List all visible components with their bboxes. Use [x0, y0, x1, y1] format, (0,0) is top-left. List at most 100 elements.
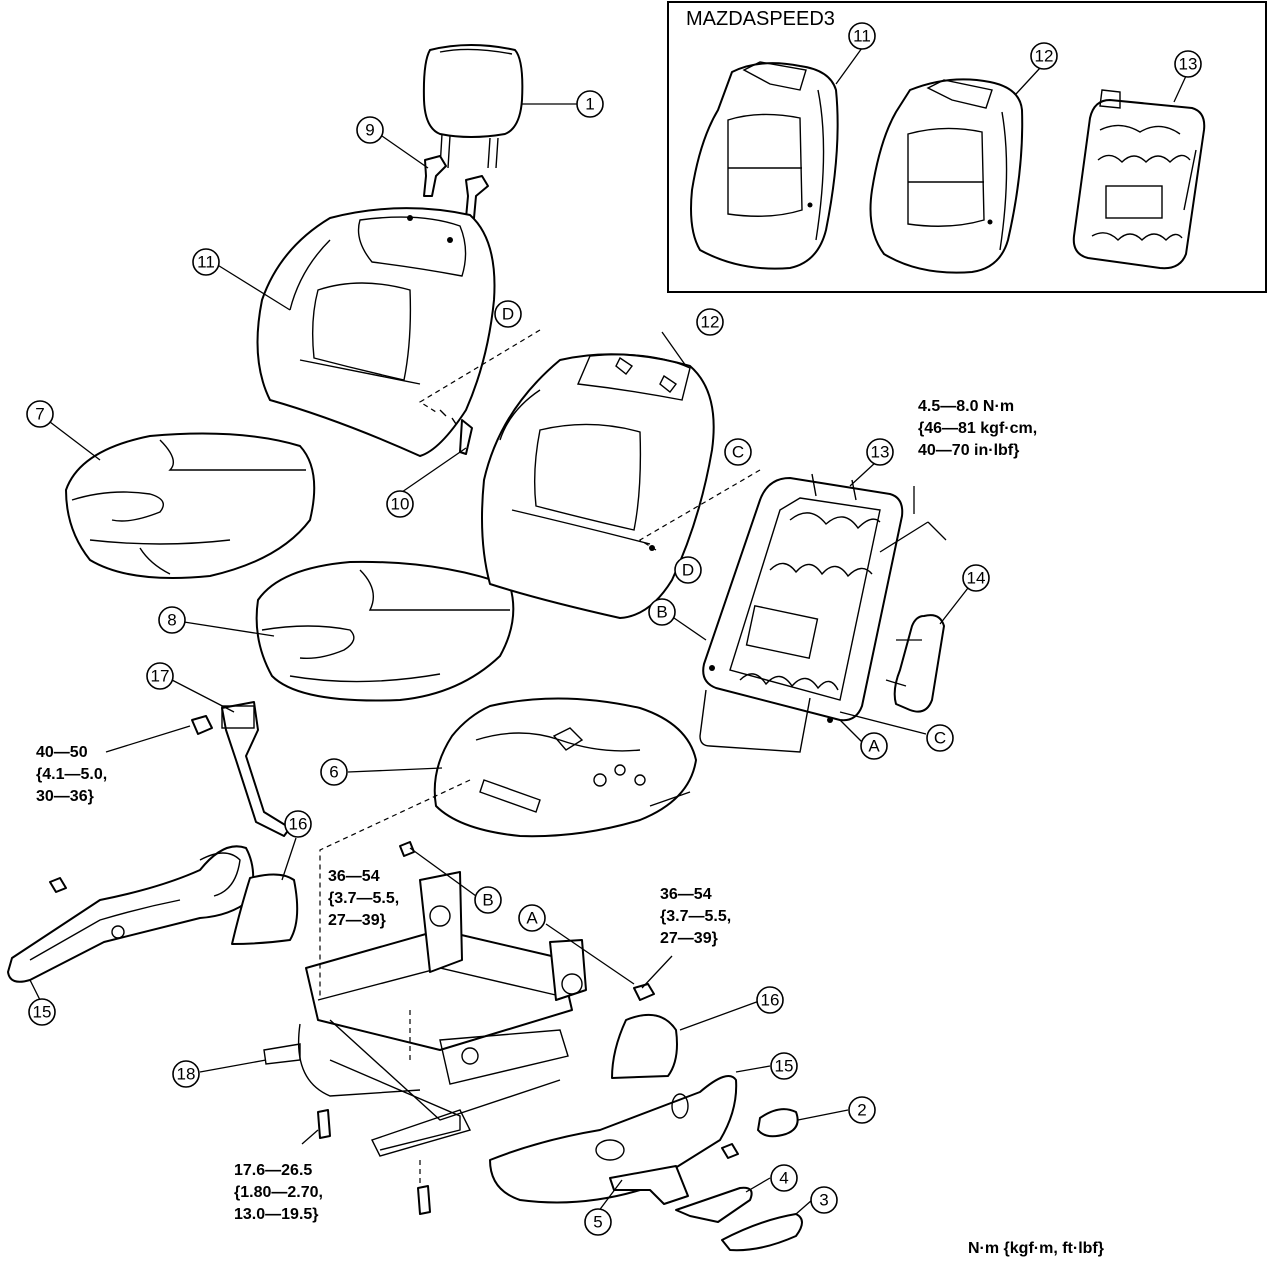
callout-4: 4	[770, 1164, 798, 1192]
callout-3: 3	[810, 1186, 838, 1214]
callout-10: 10	[386, 490, 414, 518]
torque-spec-bolt-b: 36—54 {3.7—5.5, 27—39}	[328, 866, 399, 932]
svg-text:1: 1	[585, 95, 594, 114]
torque-line: 40—50	[36, 744, 88, 761]
mazdaspeed3-inset-frame	[667, 1, 1267, 293]
clip	[459, 419, 473, 455]
svg-text:16: 16	[761, 991, 780, 1010]
callout-13: 13	[866, 438, 894, 466]
callout-15-right: 15	[770, 1052, 798, 1080]
svg-text:C: C	[732, 443, 744, 462]
units-legend: N·m {kgf·m, ft·lbf}	[968, 1240, 1104, 1257]
bolt-a	[633, 983, 655, 1001]
inset-callout-12: 12	[1030, 42, 1058, 70]
torque-line: 36—54	[660, 886, 712, 903]
ref-b-lower: B	[474, 886, 502, 914]
callout-16-right: 16	[756, 986, 784, 1014]
torque-spec-buckle-bolt: 40—50 {4.1—5.0, 30—36}	[36, 742, 107, 808]
seatback-pad	[481, 353, 715, 619]
svg-text:A: A	[526, 909, 538, 928]
svg-text:9: 9	[365, 121, 374, 140]
torque-line: 4.5—8.0 N·m	[918, 398, 1015, 415]
callout-18: 18	[172, 1060, 200, 1088]
side-pad	[885, 614, 945, 713]
side-cover-left	[7, 845, 255, 983]
belt-buckle	[221, 701, 291, 837]
ref-d-lower: D	[674, 556, 702, 584]
svg-text:11: 11	[853, 27, 871, 46]
inset-seatback-12	[869, 78, 1024, 274]
torque-line: 40—70 in·lbf}	[918, 442, 1020, 459]
torque-line: 17.6—26.5	[234, 1162, 313, 1179]
svg-text:16: 16	[289, 815, 308, 834]
svg-text:12: 12	[1035, 47, 1054, 66]
bolt-rear	[417, 1185, 431, 1215]
svg-text:18: 18	[177, 1065, 196, 1084]
leader-lines	[29, 47, 1187, 1215]
torque-spec-seatback-nut: 4.5—8.0 N·m {46—81 kgf·cm, 40—70 in·lbf}	[918, 396, 1037, 462]
torque-line: 36—54	[328, 868, 380, 885]
screw-right	[721, 1143, 739, 1159]
svg-text:14: 14	[967, 569, 986, 588]
torque-line: {3.7—5.5,	[660, 908, 732, 925]
lift-lever	[675, 1186, 753, 1223]
ref-a-upper: A	[860, 732, 888, 760]
torque-line: 27—39}	[660, 930, 718, 947]
torque-line: {4.1—5.0,	[36, 766, 108, 783]
torque-line: {46—81 kgf·cm,	[918, 420, 1038, 437]
inner-cover-right	[611, 1013, 678, 1079]
inset-title: MAZDASPEED3	[686, 8, 835, 30]
callout-6: 6	[320, 758, 348, 786]
ref-a-lower: A	[518, 904, 546, 932]
callout-14: 14	[962, 564, 990, 592]
svg-text:A: A	[868, 737, 880, 756]
cushion-pad	[255, 560, 515, 702]
headrest	[422, 44, 524, 169]
alignment-lines	[319, 329, 761, 1186]
bolt-front	[317, 1109, 331, 1139]
torque-spec-bolt-a: 36—54 {3.7—5.5, 27—39}	[660, 884, 731, 950]
svg-text:8: 8	[167, 611, 176, 630]
callout-5: 5	[584, 1208, 612, 1236]
torque-line: {1.80—2.70,	[234, 1184, 323, 1201]
inner-cover-left	[231, 873, 299, 945]
svg-text:12: 12	[701, 313, 720, 332]
ref-c-upper: C	[724, 438, 752, 466]
screw-left	[49, 877, 67, 893]
svg-text:C: C	[934, 729, 946, 748]
buckle-bolt	[191, 715, 213, 735]
callout-16-left: 16	[284, 810, 312, 838]
callout-15-left: 15	[28, 998, 56, 1026]
slide-lever	[721, 1213, 803, 1252]
svg-text:3: 3	[819, 1191, 828, 1210]
svg-text:7: 7	[35, 405, 44, 424]
svg-text:D: D	[682, 561, 694, 580]
callout-11: 11	[192, 248, 220, 276]
svg-text:17: 17	[151, 667, 170, 686]
seatback-cover	[256, 207, 496, 457]
ref-d-upper: D	[494, 300, 522, 328]
inset-frame-13	[1072, 89, 1206, 270]
torque-line: 13.0—19.5}	[234, 1206, 319, 1223]
torque-line: {3.7—5.5,	[328, 890, 400, 907]
torque-line: 30—36}	[36, 788, 94, 805]
callout-2: 2	[848, 1096, 876, 1124]
callout-9: 9	[356, 116, 384, 144]
seatback-frame	[699, 473, 904, 753]
callout-17: 17	[146, 662, 174, 690]
torque-line: 27—39}	[328, 912, 386, 929]
svg-text:B: B	[482, 891, 493, 910]
svg-text:5: 5	[593, 1213, 602, 1232]
inset-callout-11: 11	[848, 22, 876, 50]
svg-text:6: 6	[329, 763, 338, 782]
headrest-guides	[423, 155, 489, 219]
side-cover-right	[489, 1075, 738, 1204]
callout-7: 7	[26, 400, 54, 428]
svg-text:11: 11	[197, 253, 215, 272]
svg-text:13: 13	[871, 443, 890, 462]
seat-adjuster	[263, 871, 587, 1157]
ref-c-lower: C	[926, 724, 954, 752]
recline-knob	[757, 1108, 799, 1138]
svg-text:15: 15	[775, 1057, 794, 1076]
